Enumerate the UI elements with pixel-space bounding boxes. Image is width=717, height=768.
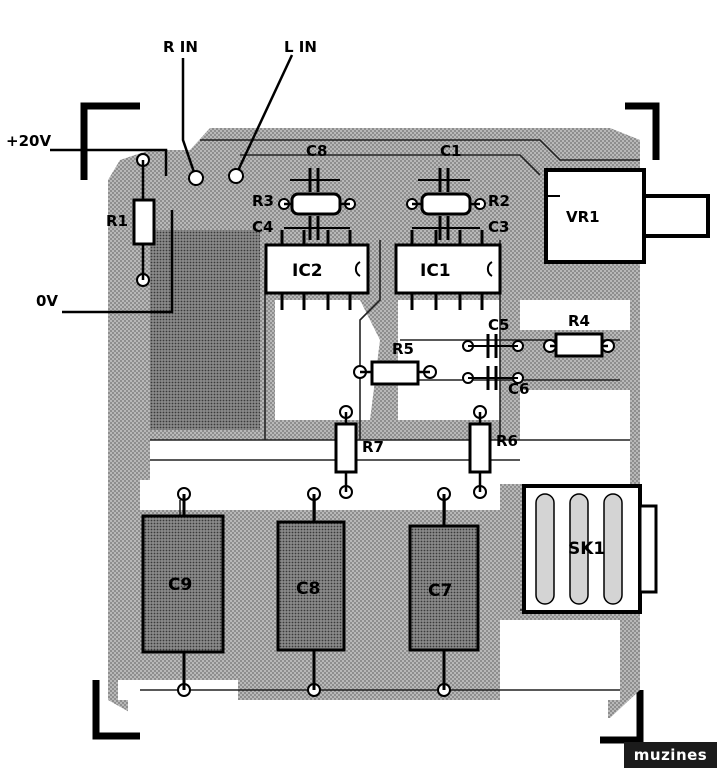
label-ic1: IC1 bbox=[420, 261, 451, 281]
r1-resistor bbox=[132, 160, 156, 280]
label-c9: C9 bbox=[168, 575, 192, 595]
label-c3: C3 bbox=[488, 218, 509, 236]
label-r7: R7 bbox=[362, 438, 384, 456]
label-sk1: SK1 bbox=[568, 539, 605, 559]
r7-resistor bbox=[334, 412, 358, 492]
tracks bbox=[140, 139, 640, 691]
label-r6: R6 bbox=[496, 432, 518, 450]
r4-resistor bbox=[550, 332, 608, 358]
component-labels: R IN L IN +20V 0V R1 C8 C1 R3 R2 C4 C3 I… bbox=[6, 38, 605, 601]
c3-capacitor bbox=[412, 216, 480, 240]
label-r3: R3 bbox=[252, 192, 274, 210]
c8-electrolytic bbox=[276, 494, 346, 690]
c6-capacitor bbox=[468, 366, 518, 390]
r2-resistor bbox=[412, 192, 480, 216]
c7-capacitor bbox=[408, 494, 480, 690]
copper-area bbox=[108, 128, 640, 720]
c9-capacitor bbox=[141, 494, 225, 690]
ic1-chip bbox=[394, 230, 502, 310]
label-r5: R5 bbox=[392, 340, 414, 358]
label-r-in: R IN bbox=[163, 38, 198, 56]
label-vr1: VR1 bbox=[566, 208, 600, 226]
c1-capacitor bbox=[418, 168, 470, 192]
c8-capacitor bbox=[290, 168, 340, 192]
label-r2: R2 bbox=[488, 192, 510, 210]
label-c1: C1 bbox=[440, 142, 461, 160]
r3-resistor bbox=[284, 192, 350, 216]
label-c4: C4 bbox=[252, 218, 273, 236]
label-ic2: IC2 bbox=[292, 261, 323, 281]
c4-capacitor bbox=[284, 216, 350, 240]
ic2-chip bbox=[264, 230, 370, 310]
label-plus20v: +20V bbox=[6, 132, 51, 150]
watermark-badge: muzines bbox=[624, 742, 717, 768]
label-r1: R1 bbox=[106, 212, 128, 230]
c5-capacitor bbox=[468, 334, 518, 358]
r5-resistor bbox=[360, 360, 430, 386]
label-c8: C8 bbox=[306, 142, 327, 160]
label-c7: C7 bbox=[428, 581, 452, 601]
label-c8-electrolytic: C8 bbox=[296, 579, 320, 599]
label-0v: 0V bbox=[36, 292, 58, 310]
vr1-potentiometer bbox=[544, 168, 710, 264]
label-c6: C6 bbox=[508, 380, 529, 398]
label-r4: R4 bbox=[568, 312, 590, 330]
label-l-in: L IN bbox=[284, 38, 317, 56]
r6-resistor bbox=[468, 412, 492, 492]
label-c5: C5 bbox=[488, 316, 509, 334]
crop-marks bbox=[80, 102, 660, 744]
wire-leads bbox=[50, 54, 294, 314]
sk1-socket bbox=[522, 484, 658, 614]
